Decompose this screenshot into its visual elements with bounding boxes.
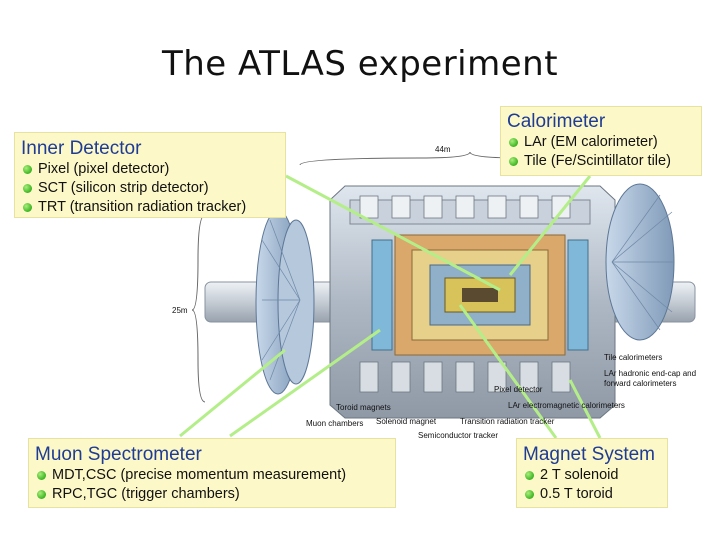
height-label: 25m bbox=[172, 306, 188, 315]
muon-spectrometer-box: Muon Spectrometer MDT,CSC (precise momen… bbox=[28, 438, 396, 508]
calorimeter-box: Calorimeter LAr (EM calorimeter) Tile (F… bbox=[500, 106, 702, 176]
label-pixel-detector: Pixel detector bbox=[494, 385, 543, 394]
list-item: TRT (transition radiation tracker) bbox=[21, 198, 279, 217]
label-tile-calorimeters: Tile calorimeters bbox=[604, 353, 662, 362]
length-label: 44m bbox=[435, 145, 451, 154]
bullet-icon bbox=[525, 471, 534, 480]
list-item: Pixel (pixel detector) bbox=[21, 160, 279, 179]
barrel-body bbox=[329, 185, 616, 419]
label-trt: Transition radiation tracker bbox=[460, 417, 555, 426]
label-lar-hadronic-2: forward calorimeters bbox=[604, 379, 676, 388]
list-item: RPC,TGC (trigger chambers) bbox=[35, 485, 389, 504]
list-item: Tile (Fe/Scintillator tile) bbox=[507, 152, 695, 171]
magnet-system-heading: Magnet System bbox=[523, 444, 655, 465]
label-toroid-magnets: Toroid magnets bbox=[336, 403, 391, 412]
list-item: SCT (silicon strip detector) bbox=[21, 179, 279, 198]
calorimeter-heading: Calorimeter bbox=[507, 111, 606, 132]
bullet-icon bbox=[37, 490, 46, 499]
list-item: 2 T solenoid bbox=[523, 466, 661, 485]
bullet-icon bbox=[37, 471, 46, 480]
bullet-icon bbox=[525, 490, 534, 499]
bullet-icon bbox=[509, 157, 518, 166]
list-item: MDT,CSC (precise momentum measurement) bbox=[35, 466, 389, 485]
label-lar-hadronic-1: LAr hadronic end-cap and bbox=[604, 369, 696, 378]
label-muon-chambers: Muon chambers bbox=[306, 419, 363, 428]
inner-detector-box: Inner Detector Pixel (pixel detector) SC… bbox=[14, 132, 286, 218]
list-item: 0.5 T toroid bbox=[523, 485, 661, 504]
magnet-system-box: Magnet System 2 T solenoid 0.5 T toroid bbox=[516, 438, 668, 508]
bullet-icon bbox=[23, 184, 32, 193]
bullet-icon bbox=[23, 203, 32, 212]
page-title: The ATLAS experiment bbox=[161, 44, 559, 84]
right-endcap-wheel bbox=[605, 183, 675, 341]
label-sct: Semiconductor tracker bbox=[418, 431, 498, 440]
pointer-lines bbox=[179, 174, 602, 439]
label-solenoid-magnet: Solenoid magnet bbox=[376, 417, 437, 426]
muon-spectrometer-heading: Muon Spectrometer bbox=[35, 444, 202, 465]
bullet-icon bbox=[509, 138, 518, 147]
bullet-icon bbox=[23, 165, 32, 174]
label-lar-em: LAr electromagnetic calorimeters bbox=[508, 401, 625, 410]
list-item: LAr (EM calorimeter) bbox=[507, 133, 695, 152]
inner-detector-heading: Inner Detector bbox=[21, 138, 142, 159]
